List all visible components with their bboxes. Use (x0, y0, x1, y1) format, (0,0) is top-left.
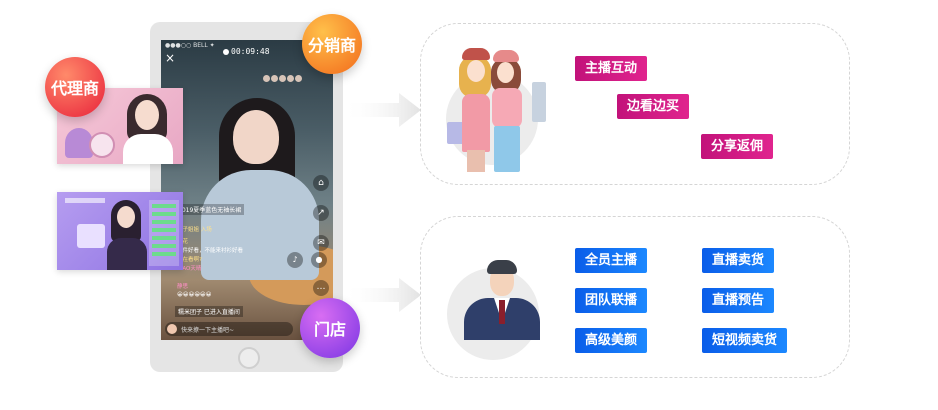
store-stream-thumbnail (57, 192, 183, 270)
tag-beauty-filter: 高级美颜 (575, 328, 648, 353)
store-badge: 门店 (300, 298, 360, 358)
tag-short-video-selling: 短视频卖货 (702, 328, 788, 353)
message-icon[interactable]: ✉ (313, 235, 329, 251)
chat-comment: 谁在看啊? (177, 257, 202, 263)
mirror-image (89, 132, 115, 158)
anchor-body (123, 134, 173, 164)
tag-all-staff-host: 全员主播 (575, 248, 648, 273)
beret-icon (493, 50, 519, 62)
avatar (167, 324, 177, 334)
viewer-avatars (263, 67, 307, 82)
anchor-face (117, 206, 135, 228)
arrow-right-icon (343, 278, 421, 312)
anchor-body (107, 238, 147, 270)
shopping-bag-icon[interactable]: ⌂ (313, 175, 329, 191)
shopper-legs (467, 150, 485, 172)
shopper-face (497, 62, 514, 83)
share-icon[interactable]: ↗ (313, 205, 329, 221)
tag-live-preview: 直播预告 (702, 288, 775, 313)
chat-comment: 袜子姐姐 入场 (177, 227, 212, 233)
tag-share-rebate: 分享返佣 (701, 134, 774, 159)
product-list (149, 200, 179, 266)
stream-timer: 00:09:48 (231, 47, 270, 56)
shopper-legs (494, 126, 520, 172)
product-title: 2019夏季蓝色无袖长裙 (175, 204, 245, 215)
comment-input-placeholder: 快来撩一下主播吧~ (181, 327, 235, 334)
streamer-face (233, 110, 279, 164)
comment-input[interactable]: 快来撩一下主播吧~ (165, 322, 293, 336)
chat-comment: XIAO天晴 (177, 266, 202, 272)
tie-icon (499, 300, 505, 324)
anchor-face (135, 100, 159, 130)
phone-status-bar: ●●●○○ BELL ✦ (165, 42, 215, 49)
live-stream-screen: ●●●○○ BELL ✦ × 00:09:48 2019夏季蓝色无袖长裙 袜子姐… (161, 40, 333, 340)
shopping-bag-icon (532, 82, 546, 122)
more-icon[interactable]: … (313, 280, 329, 296)
tag-host-interaction: 主播互动 (575, 56, 648, 81)
distributor-badge: 分销商 (302, 14, 362, 74)
microphone-icon[interactable]: ● (311, 252, 327, 268)
shopping-bag-icon (447, 122, 465, 144)
shopper-body (492, 88, 522, 128)
plant-image (65, 128, 93, 158)
close-icon[interactable]: × (165, 51, 176, 65)
chat-comment: 静思 (177, 284, 189, 290)
tag-watch-and-buy: 边看边买 (617, 94, 690, 119)
recording-dot-icon (223, 49, 229, 55)
chat-comment: 这件好看，不能来衬衫好看 (177, 248, 244, 254)
chat-comment: 😀😀😀😀😀😀 (177, 292, 212, 298)
handbag-image (77, 224, 105, 248)
shopper-body (462, 94, 490, 152)
arrow-right-icon (343, 93, 421, 127)
streamer-dress (201, 170, 319, 280)
phone-home-button (238, 347, 260, 369)
beret-icon (462, 48, 490, 60)
join-notice: 糯米团子 已进入直播间 (175, 306, 243, 317)
shopper-face (467, 60, 485, 82)
tag-live-selling: 直播卖货 (702, 248, 775, 273)
header-bar (65, 198, 105, 203)
businessman-hair (487, 260, 517, 274)
mute-icon[interactable]: ♪ (287, 252, 303, 268)
tag-team-co-stream: 团队联播 (575, 288, 648, 313)
agent-badge: 代理商 (45, 57, 105, 117)
